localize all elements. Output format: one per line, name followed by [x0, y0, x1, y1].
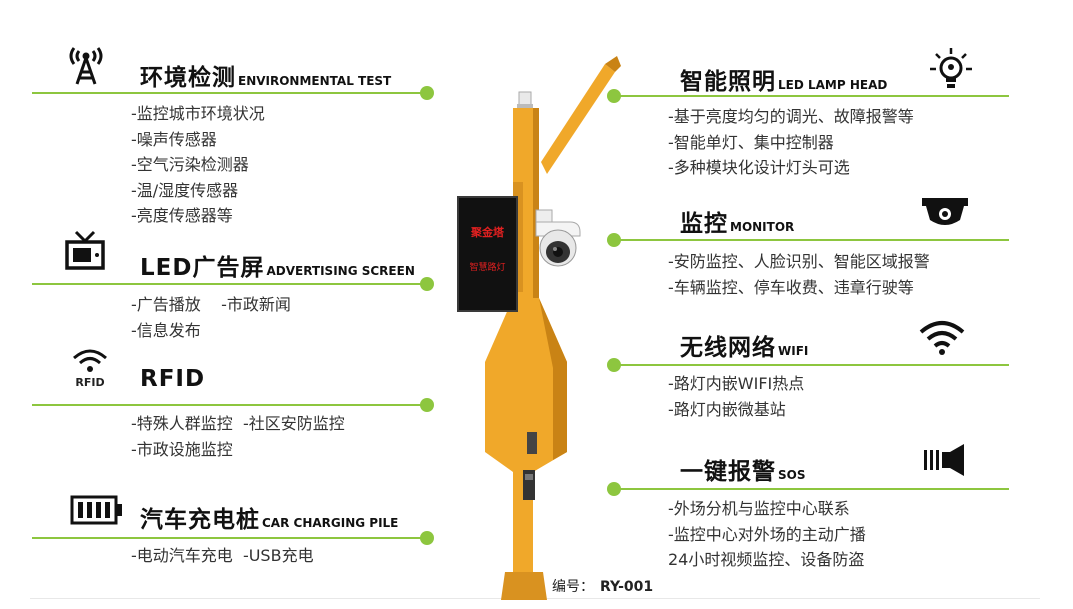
screen-text-line2: 智慧路灯 [469, 263, 506, 273]
list-item: -监控中心对外场的主动广播 [668, 524, 866, 544]
charging-divider [32, 531, 434, 545]
product-code-label: 编号： [552, 579, 594, 595]
sos-divider [607, 482, 1009, 496]
screen-text-line1: 聚金塔 [471, 226, 504, 239]
list-item: -路灯内嵌微基站 [668, 399, 786, 419]
list-item: -安防监控、人脸识别、智能区域报警 [668, 252, 930, 271]
charging-list: -电动汽车充电 -USB充电 [131, 543, 314, 569]
list-item: -车辆监控、停车收费、违章行驶等 [668, 277, 914, 297]
wifi-list: -路灯内嵌WIFI热点 -路灯内嵌微基站 [668, 371, 804, 422]
list-item: -广告播放 -市政新闻 [131, 295, 291, 314]
rfid-icon: RFID [66, 348, 114, 389]
list-item: -市政设施监控 [131, 439, 233, 459]
tv-screen-icon [64, 228, 106, 276]
lighting-divider [607, 89, 1009, 103]
wifi-icon [918, 320, 966, 360]
list-item: -基于亮度均匀的调光、故障报警等 [668, 107, 914, 126]
product-code: 编号： RY-001 [552, 576, 653, 596]
led-divider [32, 277, 434, 291]
monitor-divider [607, 233, 1009, 247]
product-code-value: RY-001 [600, 579, 654, 595]
security-camera-icon [920, 196, 970, 232]
list-item: -智能单灯、集中控制器 [668, 132, 834, 152]
list-item: -亮度传感器等 [131, 206, 233, 225]
list-item: -信息发布 [131, 320, 201, 340]
monitor-list: -安防监控、人脸识别、智能区域报警 -车辆监控、停车收费、违章行驶等 [668, 249, 930, 300]
speaker-alarm-icon [922, 442, 968, 482]
rfid-title: RFID [140, 366, 206, 392]
list-item: -电动汽车充电 -USB充电 [131, 546, 314, 565]
dome-camera-icon [528, 208, 584, 272]
list-item: -温/湿度传感器 [131, 180, 239, 200]
light-bulb-icon [928, 46, 974, 96]
list-item: -噪声传感器 [131, 129, 217, 149]
battery-icon [70, 494, 124, 530]
list-item: 24小时视频监控、设备防盗 [668, 550, 865, 569]
list-item: -特殊人群监控 -社区安防监控 [131, 414, 345, 433]
list-item: -外场分机与监控中心联系 [668, 499, 850, 518]
sos-list: -外场分机与监控中心联系 -监控中心对外场的主动广播 24小时视频监控、设备防盗 [668, 496, 866, 573]
led-ad-screen: 聚金塔 智慧路灯 [457, 196, 518, 312]
list-item: -空气污染检测器 [131, 155, 249, 174]
rfid-list: -特殊人群监控 -社区安防监控 -市政设施监控 [131, 411, 345, 462]
lighting-list: -基于亮度均匀的调光、故障报警等 -智能单灯、集中控制器 -多种模块化设计灯头可… [668, 104, 914, 181]
rfid-divider [32, 398, 434, 412]
rfid-icon-label: RFID [75, 376, 105, 389]
list-item: -监控城市环境状况 [131, 104, 265, 123]
list-item: -多种模块化设计灯头可选 [668, 158, 850, 177]
environmental-list: -监控城市环境状况 -噪声传感器 -空气污染检测器 -温/湿度传感器 -亮度传感… [131, 101, 265, 229]
led-list: -广告播放 -市政新闻 -信息发布 [131, 292, 291, 343]
list-item: -路灯内嵌WIFI热点 [668, 374, 805, 393]
wifi-divider [607, 358, 1009, 372]
environmental-divider [32, 86, 434, 100]
radio-tower-icon [64, 40, 108, 90]
smart-street-lamp-pole [455, 52, 625, 606]
